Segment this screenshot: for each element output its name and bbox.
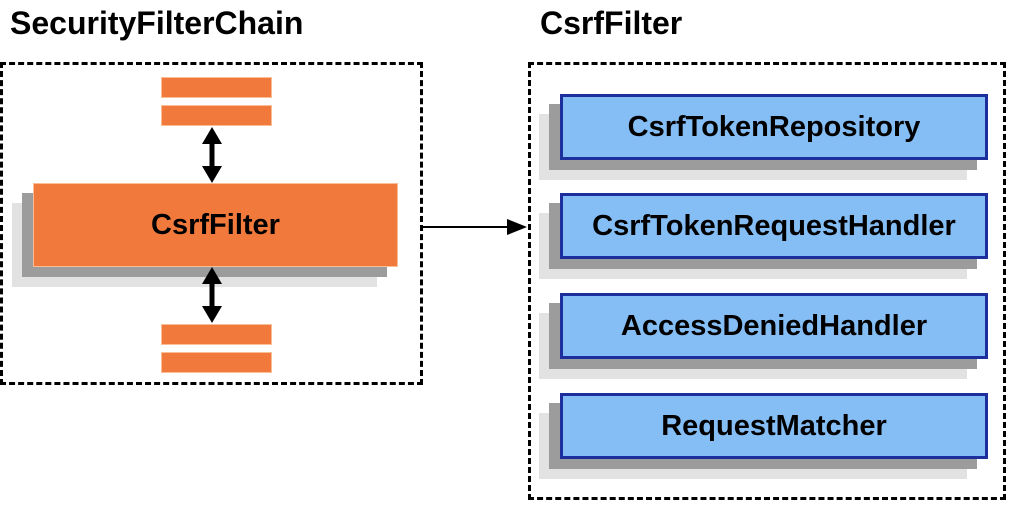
security-filter-chain-frame [0, 62, 423, 385]
bidirectional-arrow-icon [202, 267, 222, 323]
component-label: RequestMatcher [560, 393, 988, 459]
csrf-filter-box: CsrfFilter [33, 183, 398, 267]
component-csrf-token-request-handler: CsrfTokenRequestHandler [539, 193, 988, 279]
component-request-matcher: RequestMatcher [539, 393, 988, 479]
filter-placeholder-bar [161, 352, 272, 373]
filter-placeholder-bar [161, 77, 272, 98]
component-access-denied-handler: AccessDeniedHandler [539, 293, 988, 379]
component-label: CsrfTokenRequestHandler [560, 193, 988, 259]
security-filter-chain-title: SecurityFilterChain [10, 5, 304, 41]
csrf-filter-frame [528, 62, 1006, 500]
csrf-filter-title: CsrfFilter [540, 5, 683, 41]
component-csrf-token-repository: CsrfTokenRepository [539, 94, 988, 180]
right-arrow-icon [423, 219, 527, 235]
bidirectional-arrow-icon [202, 127, 222, 183]
component-label: AccessDeniedHandler [560, 293, 988, 359]
component-label: CsrfTokenRepository [560, 94, 988, 160]
filter-placeholder-bar [161, 105, 272, 126]
filter-placeholder-bar [161, 324, 272, 345]
